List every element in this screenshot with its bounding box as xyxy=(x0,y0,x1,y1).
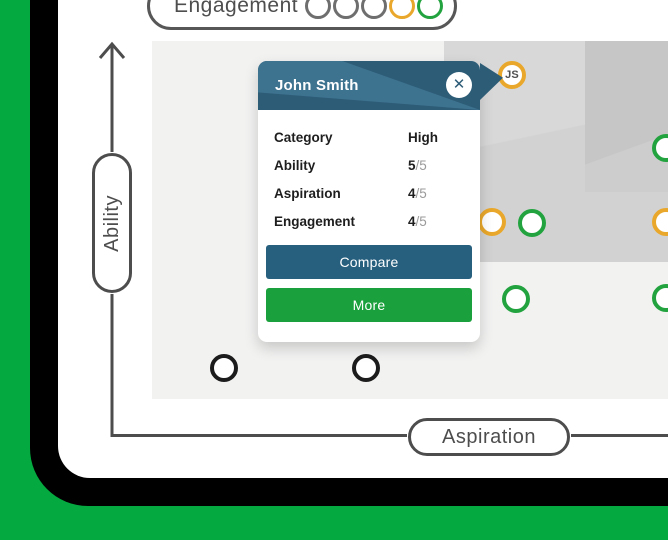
popup-title: John Smith xyxy=(275,77,359,94)
x-axis-label-pill: Aspiration xyxy=(408,418,570,456)
person-marker[interactable] xyxy=(518,209,546,237)
popup-row-category: Category High xyxy=(274,123,464,151)
close-icon[interactable]: ✕ xyxy=(446,72,472,98)
row-label: Category xyxy=(274,129,333,145)
y-axis-label-pill: Ability xyxy=(92,153,132,293)
row-label: Ability xyxy=(274,157,316,173)
avatar-marker[interactable]: JS xyxy=(498,61,526,89)
row-value: 4/5 xyxy=(408,213,427,229)
popup-row-ability: Ability 5/5 xyxy=(274,151,464,179)
legend-dot-yellow[interactable] xyxy=(389,0,415,19)
legend-dot-green[interactable] xyxy=(417,0,443,19)
compare-button[interactable]: Compare xyxy=(266,245,472,279)
person-marker[interactable] xyxy=(502,285,530,313)
row-label: Aspiration xyxy=(274,185,341,201)
row-value: 5/5 xyxy=(408,157,427,173)
legend-dot-gray[interactable] xyxy=(305,0,331,19)
grid-region-high xyxy=(585,41,668,192)
row-value: High xyxy=(408,129,438,145)
engagement-legend[interactable]: Engagement xyxy=(147,0,457,30)
y-axis-arrow-icon xyxy=(98,41,126,59)
person-detail-popup: John Smith ✕ Category High Ability 5/5 A… xyxy=(258,61,503,342)
legend-dot-gray[interactable] xyxy=(361,0,387,19)
popup-header: John Smith ✕ xyxy=(258,61,480,110)
person-marker[interactable] xyxy=(478,208,506,236)
engagement-legend-label: Engagement xyxy=(174,0,299,17)
popup-row-aspiration: Aspiration 4/5 xyxy=(274,179,464,207)
talent-grid-plot xyxy=(152,41,668,399)
popup-row-engagement: Engagement 4/5 xyxy=(274,207,464,235)
legend-dot-gray[interactable] xyxy=(333,0,359,19)
person-marker[interactable] xyxy=(652,284,668,312)
y-axis-label: Ability xyxy=(100,194,123,252)
row-label: Engagement xyxy=(274,213,356,229)
row-value: 4/5 xyxy=(408,185,427,201)
more-button[interactable]: More xyxy=(266,288,472,322)
person-marker[interactable] xyxy=(652,208,668,236)
popup-body: Category High Ability 5/5 Aspiration 4/5… xyxy=(258,110,480,235)
popup-buttons: Compare More xyxy=(266,245,472,322)
person-marker[interactable] xyxy=(352,354,380,382)
x-axis-label: Aspiration xyxy=(442,425,536,448)
legend-dots xyxy=(305,0,443,19)
person-marker[interactable] xyxy=(652,134,668,162)
person-marker[interactable] xyxy=(210,354,238,382)
